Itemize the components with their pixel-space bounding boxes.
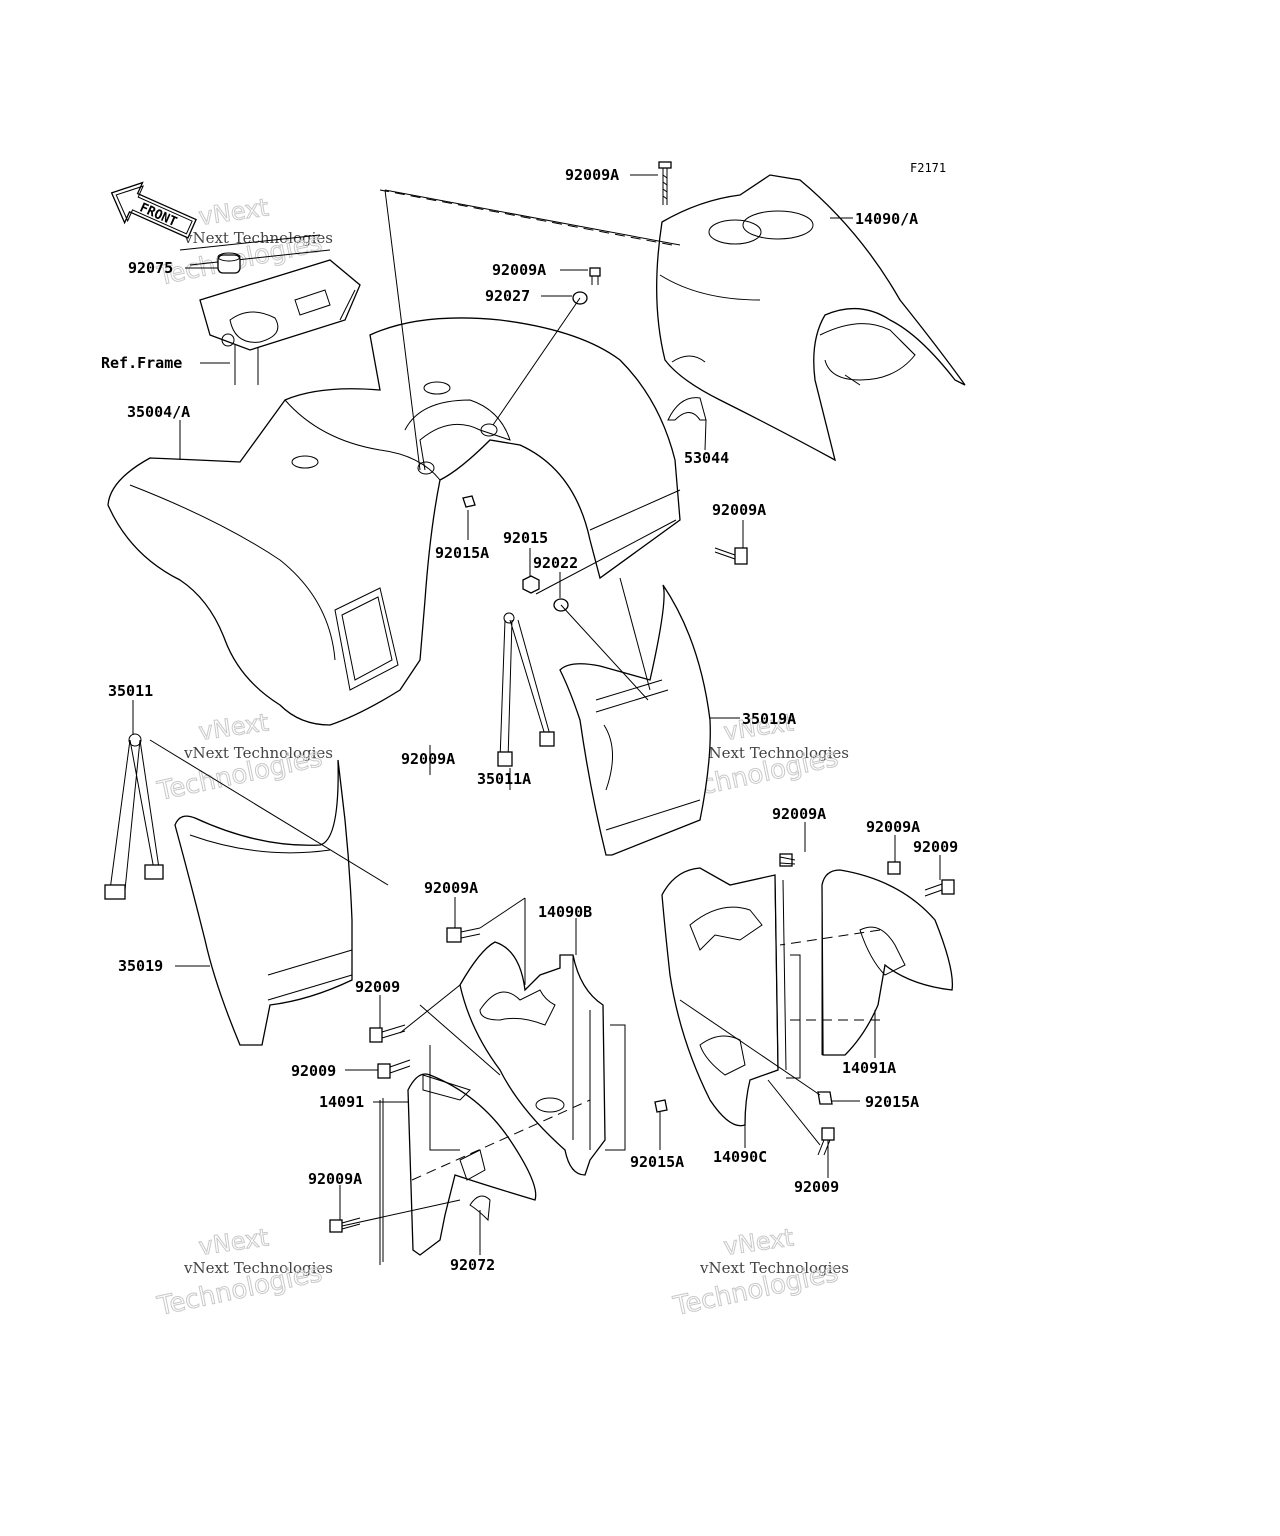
bolt-92009A-c xyxy=(714,547,748,565)
label-92009A-e: 92009A xyxy=(772,805,826,823)
watermark-text: vNext Technologies xyxy=(183,229,333,247)
label-92009A-d: 92009A xyxy=(401,750,455,768)
nut-92015A-b xyxy=(654,1099,668,1113)
label-92009-d: 92009 xyxy=(794,1178,839,1196)
watermark-text: vNext Technologies xyxy=(699,744,849,762)
label-92072: 92072 xyxy=(450,1256,495,1274)
label-92009A-c: 92009A xyxy=(712,501,766,519)
watermark-text: vNext xyxy=(197,193,270,230)
label-92015A-b: 92015A xyxy=(630,1153,684,1171)
label-92027: 92027 xyxy=(485,287,530,305)
label-92009-a: 92009 xyxy=(913,838,958,856)
label-92009A-g: 92009A xyxy=(866,818,920,836)
watermark-3: vNext Technologies vNext Technologies xyxy=(154,708,333,808)
label-92022: 92022 xyxy=(533,554,578,572)
watermark-text: vNext Technologies xyxy=(183,744,333,762)
clip-92072 xyxy=(469,1195,491,1222)
mudguard-35019 xyxy=(174,759,353,1046)
figure-code: F2171 xyxy=(910,161,946,175)
label-14091: 14091 xyxy=(319,1093,364,1111)
label-14091A: 14091A xyxy=(842,1059,896,1077)
front-fender-35004A xyxy=(107,317,681,726)
label-ref-frame: Ref.Frame xyxy=(101,354,182,372)
screw-92009-c xyxy=(377,1059,411,1079)
label-92009A-h: 92009A xyxy=(308,1170,362,1188)
stay-35011A xyxy=(497,612,555,767)
side-cover-14090B xyxy=(459,941,606,1176)
bolt-92009A-e xyxy=(779,853,796,867)
callout-leaders xyxy=(132,174,941,1255)
label-53044: 53044 xyxy=(684,449,729,467)
side-cover-14090C xyxy=(661,867,787,1127)
bolt-92009A-f xyxy=(446,927,481,943)
cover-14090A xyxy=(656,174,966,462)
label-92075: 92075 xyxy=(128,259,173,277)
leader-lines xyxy=(149,189,882,1227)
label-35004A: 35004/A xyxy=(127,403,190,421)
side-panel-14091 xyxy=(379,1073,537,1265)
label-14090C: 14090C xyxy=(713,1148,767,1166)
label-14090B: 14090B xyxy=(538,903,592,921)
label-92009-b: 92009 xyxy=(355,978,400,996)
stay-35011 xyxy=(104,733,164,900)
bolt-92009A-g xyxy=(887,861,901,875)
screw-92009-d xyxy=(817,1127,835,1156)
nut-92015 xyxy=(522,575,540,594)
nut-92015A-c xyxy=(817,1091,833,1105)
label-92009-c: 92009 xyxy=(291,1062,336,1080)
label-92015A-c: 92015A xyxy=(865,1093,919,1111)
label-14090A: 14090/A xyxy=(855,210,918,228)
watermark-5: vNext Technologies vNext Technologies xyxy=(154,1223,333,1323)
side-panel-14091A xyxy=(821,869,954,1056)
frame-reference xyxy=(179,234,361,385)
watermark-text: vNext Technologies xyxy=(183,1259,333,1277)
label-92015: 92015 xyxy=(503,529,548,547)
label-92009A-b: 92009A xyxy=(492,261,546,279)
screw-92009-b xyxy=(369,1024,406,1043)
mudguard-35019A xyxy=(559,584,711,856)
watermark-text: vNext xyxy=(722,1223,795,1260)
watermark-6: vNext Technologies vNext Technologies xyxy=(670,1223,849,1323)
bolt-92009A-top xyxy=(658,161,672,205)
nut-92015A-a xyxy=(462,495,476,508)
label-35019A: 35019A xyxy=(742,710,796,728)
screw-92009-a xyxy=(924,879,955,897)
bolt-92009A-b xyxy=(589,267,601,285)
rubber-cap-92075 xyxy=(217,252,241,274)
front-arrow-icon: FRONT xyxy=(110,181,197,239)
label-35011A: 35011A xyxy=(477,770,531,788)
watermark-text: vNext xyxy=(197,1223,270,1260)
watermark-text: vNext xyxy=(197,708,270,745)
label-92009A-f: 92009A xyxy=(424,879,478,897)
label-35019: 35019 xyxy=(118,957,163,975)
watermark-text: vNext Technologies xyxy=(699,1259,849,1277)
clip-53044 xyxy=(667,397,707,421)
label-35011: 35011 xyxy=(108,682,153,700)
part-labels: 92009A 14090/A 92075 92009A 92027 Ref.Fr… xyxy=(101,166,958,1274)
label-92009A-top: 92009A xyxy=(565,166,619,184)
label-92015A-a: 92015A xyxy=(435,544,489,562)
